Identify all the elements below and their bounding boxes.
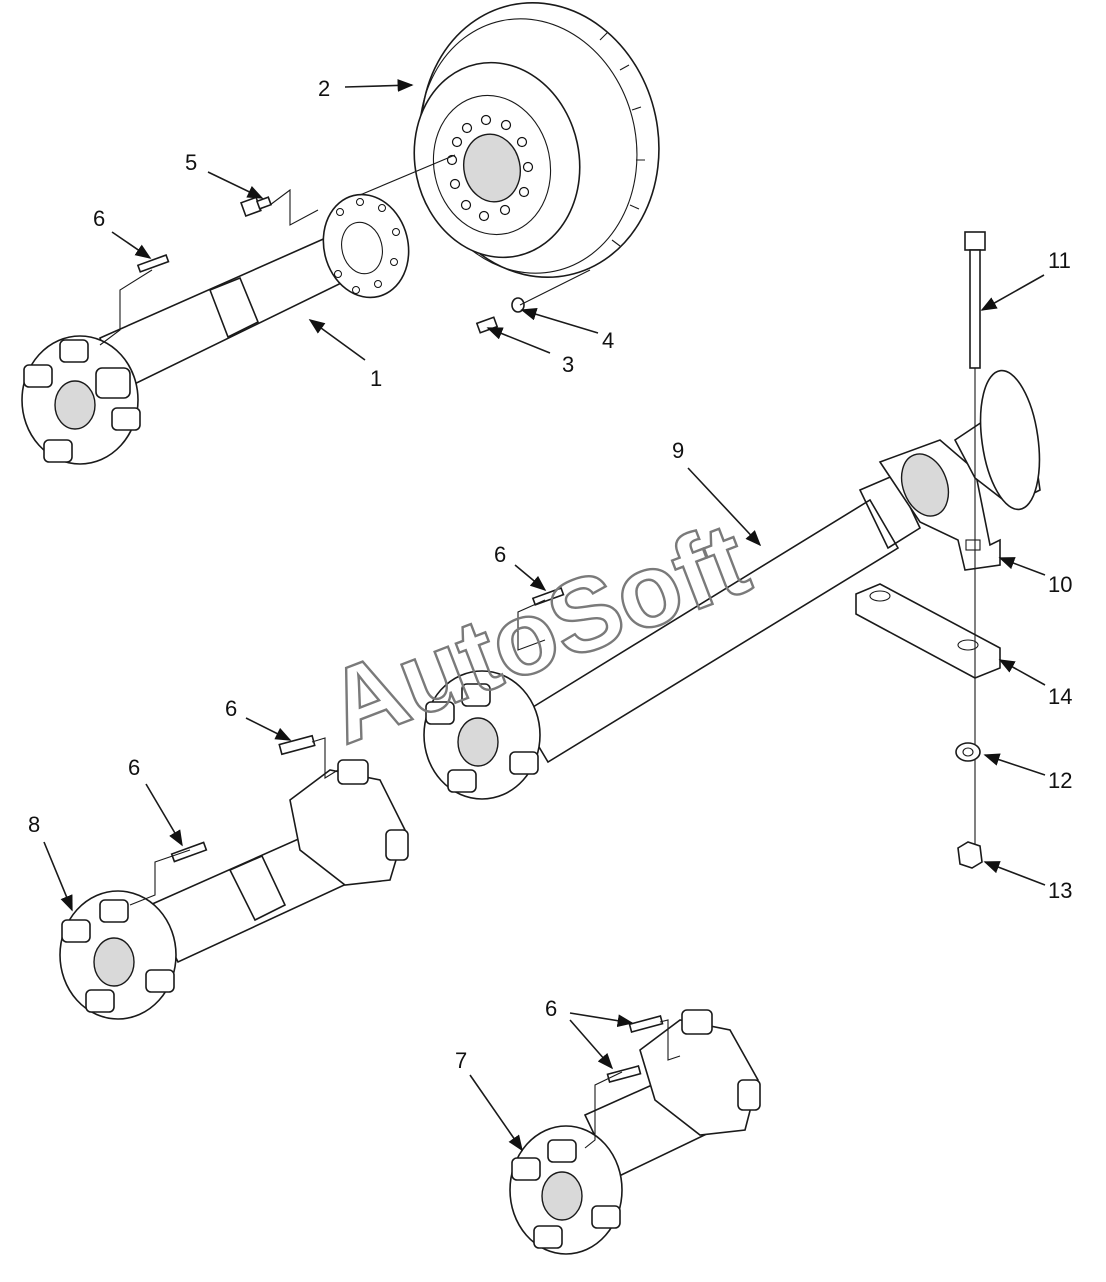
callout-1: 1	[370, 366, 382, 391]
callout-3: 3	[562, 352, 574, 377]
brake-drum	[413, 2, 660, 278]
drive-shaft-1	[99, 193, 410, 394]
bolt-6-bottom-upper	[628, 1015, 664, 1033]
universal-joint-7-rear	[639, 1009, 761, 1136]
callout-10: 10	[1048, 572, 1072, 597]
callout-14: 14	[1048, 684, 1072, 709]
callout-6-left-upper: 6	[225, 696, 237, 721]
bolt-6-left-upper	[278, 734, 316, 756]
center-bearing-10	[878, 369, 1041, 571]
universal-joint-7-front	[509, 1125, 623, 1255]
bolt-11	[964, 231, 986, 369]
callout-13: 13	[1048, 878, 1072, 903]
callout-6-bottom: 6	[545, 996, 557, 1021]
callout-2: 2	[318, 76, 330, 101]
bolt-6-top	[136, 254, 170, 273]
callout-7: 7	[455, 1048, 467, 1073]
mounting-plate-14	[855, 583, 1001, 679]
universal-joint-8-rear	[289, 759, 409, 886]
callout-6-left-lower: 6	[128, 755, 140, 780]
universal-joint-1	[21, 335, 141, 465]
callout-8: 8	[28, 812, 40, 837]
washer-12	[955, 742, 981, 762]
callout-11: 11	[1048, 248, 1071, 273]
universal-joint-8-front	[59, 890, 177, 1020]
assembly-lines	[99, 154, 681, 1149]
bolt-5	[240, 196, 273, 217]
bolt-6-bottom-lower	[606, 1065, 642, 1083]
callout-6-middle: 6	[494, 542, 506, 567]
callout-4: 4	[602, 328, 614, 353]
callout-9: 9	[672, 438, 684, 463]
callouts: 1 2 3 4 5 6 6 6 6 6 7 8 9 10 11 12 13 14	[28, 76, 1072, 1073]
leader-lines	[43, 79, 1046, 1152]
bolt-6-left-lower	[170, 841, 208, 863]
callout-12: 12	[1048, 768, 1072, 793]
nut-13	[957, 841, 983, 869]
universal-joint-9	[423, 670, 541, 800]
bolt-6-middle	[531, 587, 565, 606]
callout-6-top: 6	[93, 206, 105, 231]
drum-bolt-holes	[446, 114, 534, 222]
callout-5: 5	[185, 150, 197, 175]
